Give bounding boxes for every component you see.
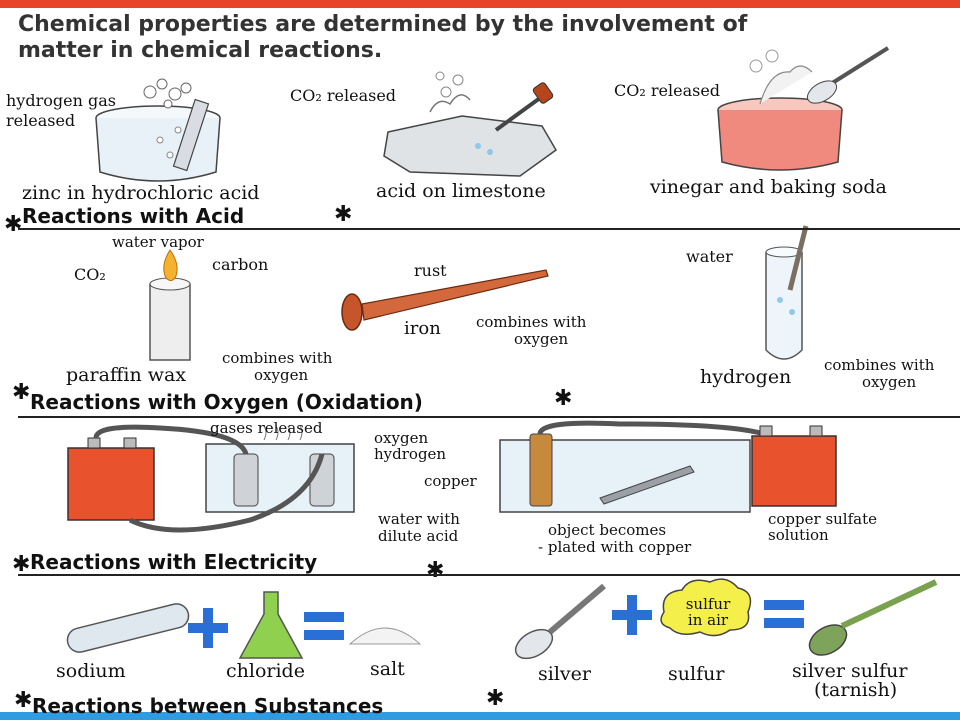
tarnish-label: (tarnish) <box>814 679 898 701</box>
water-label: water <box>686 247 733 266</box>
hydrogen-caption: hydrogen <box>700 366 792 388</box>
nail-combines-label: combines with <box>476 313 587 331</box>
electrolysis-tank-illustration <box>93 424 355 533</box>
cloud-line2: in air <box>687 611 729 629</box>
solution-label: solution <box>768 526 829 544</box>
zinc-caption: zinc in hydrochloric acid <box>22 182 260 204</box>
iron-label: iron <box>404 318 441 339</box>
test-tube-illustration <box>765 225 809 360</box>
copper-label: copper <box>424 472 477 490</box>
elec-hydrogen-label: hydrogen <box>374 445 447 463</box>
chloride-flask-illustration <box>238 591 304 659</box>
tarnished-spoon-illustration <box>808 579 938 656</box>
plated-label: - plated with copper <box>538 538 692 556</box>
heading-acid: Reactions with Acid <box>22 204 245 228</box>
paraffin-caption: paraffin wax <box>66 364 187 386</box>
gases-released-label: gases released <box>210 419 323 437</box>
nail-oxygen-label: oxygen <box>514 330 569 348</box>
section-divider <box>18 416 960 418</box>
copper-sulfate-label: copper sulfate <box>768 510 878 528</box>
star-mark: ✱ <box>554 386 573 411</box>
heading-substances: Reactions between Substances <box>32 694 384 718</box>
vinegar-bowl-illustration <box>717 46 890 171</box>
star-mark: ✱ <box>4 212 23 237</box>
star-mark: ✱ <box>14 688 33 713</box>
tube-combines-label: combines with <box>824 356 935 374</box>
co2-label: CO₂ <box>74 265 106 284</box>
plus-sign-2 <box>612 595 652 635</box>
limestone-co2-label: CO₂ released <box>290 86 397 105</box>
silver-sulfur-label: silver sulfur <box>792 660 908 682</box>
top-accent-bar <box>0 0 960 8</box>
heading-oxygen: Reactions with Oxygen (Oxidation) <box>30 390 423 414</box>
cloud-line1: sulfur <box>685 595 731 613</box>
intro-text: Chemical properties are determined by th… <box>18 12 748 63</box>
tube-oxygen-label: oxygen <box>862 373 917 391</box>
vinegar-co2-label: CO₂ released <box>614 81 721 100</box>
section-divider <box>18 228 960 230</box>
elec-oxygen-label: oxygen <box>374 429 429 447</box>
star-mark: ✱ <box>12 380 31 405</box>
silver-spoon-illustration <box>514 583 606 660</box>
chloride-label: chloride <box>226 660 305 682</box>
heading-electricity: Reactions with Electricity <box>30 550 318 574</box>
limestone-illustration <box>383 71 557 177</box>
hydrogen-gas-label: hydrogen gas <box>6 91 116 110</box>
candle-illustration <box>149 249 191 361</box>
silver-label: silver <box>538 663 591 685</box>
star-mark: ✱ <box>334 202 353 227</box>
star-mark: ✱ <box>486 686 505 711</box>
nail-illustration <box>341 269 549 331</box>
object-becomes-label: object becomes <box>548 521 667 539</box>
sodium-rod-illustration <box>66 603 190 653</box>
water-with-label: water with <box>378 510 460 528</box>
star-mark: ✱ <box>12 552 31 577</box>
bottom-accent-bar <box>0 712 960 720</box>
sodium-label: sodium <box>56 660 126 682</box>
dilute-acid-label: dilute acid <box>378 527 459 545</box>
salt-pile-illustration <box>348 627 422 645</box>
limestone-caption: acid on limestone <box>376 180 546 202</box>
section-divider <box>18 574 960 576</box>
salt-label: salt <box>370 658 405 680</box>
rust-label: rust <box>414 261 447 280</box>
released-label: released <box>6 111 76 130</box>
equals-sign-1 <box>304 612 344 640</box>
water-vapor-label: water vapor <box>112 233 204 251</box>
star-mark: ✱ <box>426 558 445 583</box>
sulfur-label: sulfur <box>668 663 725 685</box>
combines-label: combines with <box>222 349 333 367</box>
oxygen-label: oxygen <box>254 366 309 384</box>
sulfur-cloud-illustration <box>660 578 752 637</box>
beaker-zinc-illustration <box>95 78 221 182</box>
carbon-label: carbon <box>212 255 269 274</box>
equals-sign-2 <box>764 600 804 628</box>
plating-tank-illustration <box>499 420 837 513</box>
plus-sign-1 <box>188 608 228 648</box>
battery-left-illustration <box>67 437 155 521</box>
vinegar-caption: vinegar and baking soda <box>650 176 887 198</box>
